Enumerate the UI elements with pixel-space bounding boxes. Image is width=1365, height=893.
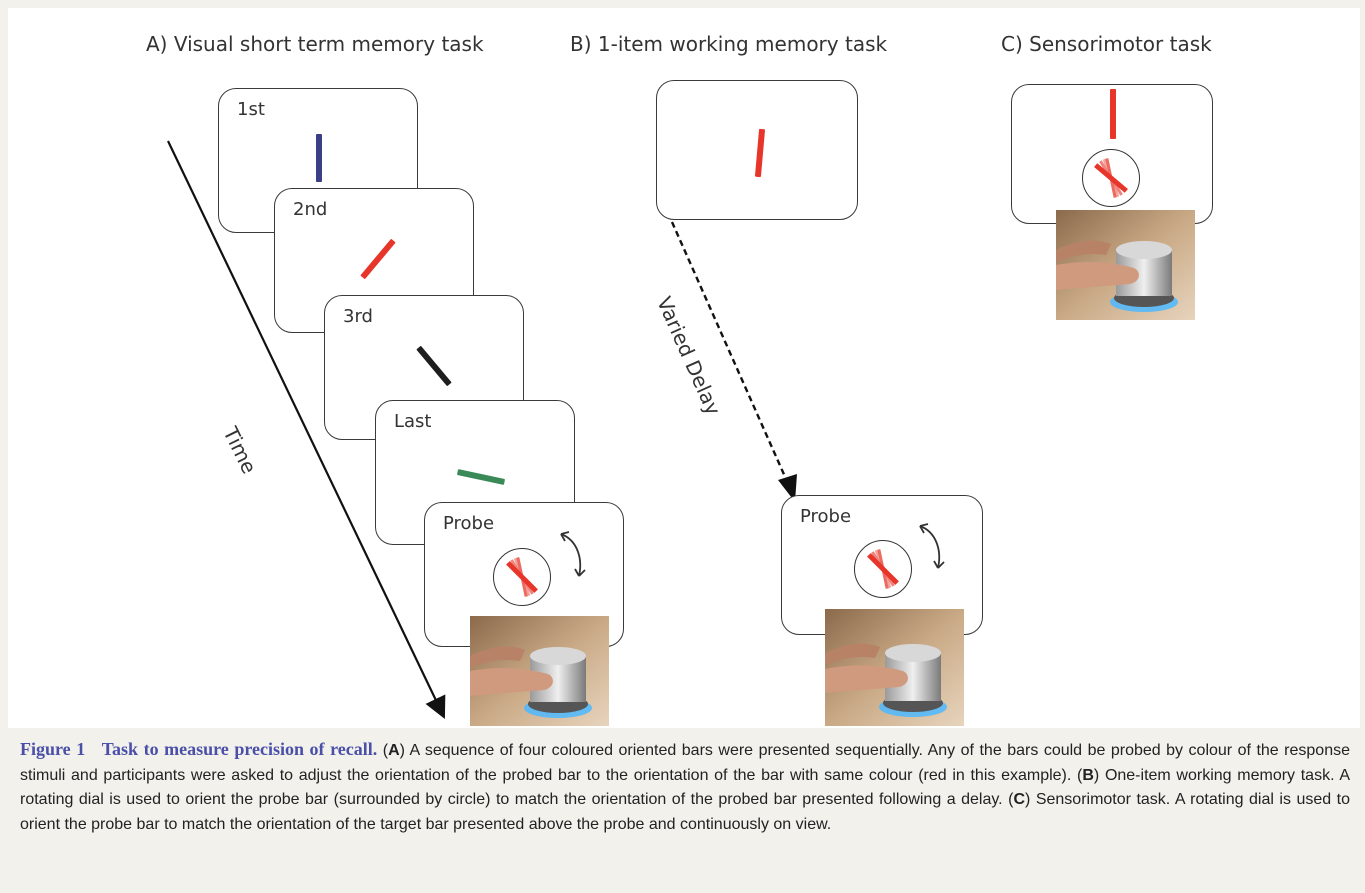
caption-a-open: ( [382,742,389,759]
probe-fan-b [867,549,899,589]
caption-a-letter: A [388,742,400,759]
panel-b-title: B) 1-item working memory task [570,32,888,56]
probe-dial-b [854,540,912,598]
probe-dial-a [493,548,551,606]
hand-dial-photo-c [1056,210,1195,320]
figure-number: Figure 1 [20,739,86,759]
card-last-label: Last [394,411,432,432]
probe-fan-c [1094,158,1128,198]
card-2nd-label: 2nd [293,199,328,220]
green-bar [456,469,506,485]
panel-c-title: C) Sensorimotor task [1001,32,1212,56]
card-target-b [656,80,858,220]
black-bar [416,345,452,387]
red-bar-target-c [1110,89,1116,139]
card-1st-label: 1st [237,99,265,120]
rotate-arrow-icon [560,531,586,577]
caption-b-text: ) One-item working memory task. A rotati… [20,766,1351,809]
hand-dial-photo-a [470,616,609,726]
card-probe-a-label: Probe [443,513,495,534]
rotate-arrow-icon [919,523,945,569]
delay-arrow [670,221,797,498]
figure-panel: A) Visual short term memory task B) 1-it… [8,8,1360,728]
figure-caption: Figure 1 Task to measure precision of re… [20,737,1350,837]
caption-c-letter: C [1013,791,1025,808]
probe-dial-c [1082,149,1140,207]
probe-fan-a [506,557,538,597]
blue-bar [316,134,322,182]
time-arrow [167,140,446,719]
caption-c-text: ) Sensorimotor task. A rotating dial is … [20,791,1350,833]
hand-dial-photo-b [825,609,964,726]
caption-a-text: ) A sequence of four coloured oriented b… [20,742,1350,784]
red-bar [360,238,396,280]
panel-a-title: A) Visual short term memory task [146,32,484,56]
caption-b-letter: B [1082,766,1094,784]
card-probe-b-label: Probe [800,506,852,527]
figure-title: Task to measure precision of recall. [101,739,378,759]
card-sensorimotor [1011,84,1213,224]
card-3rd-label: 3rd [343,306,373,327]
red-bar-target-b [754,128,766,178]
